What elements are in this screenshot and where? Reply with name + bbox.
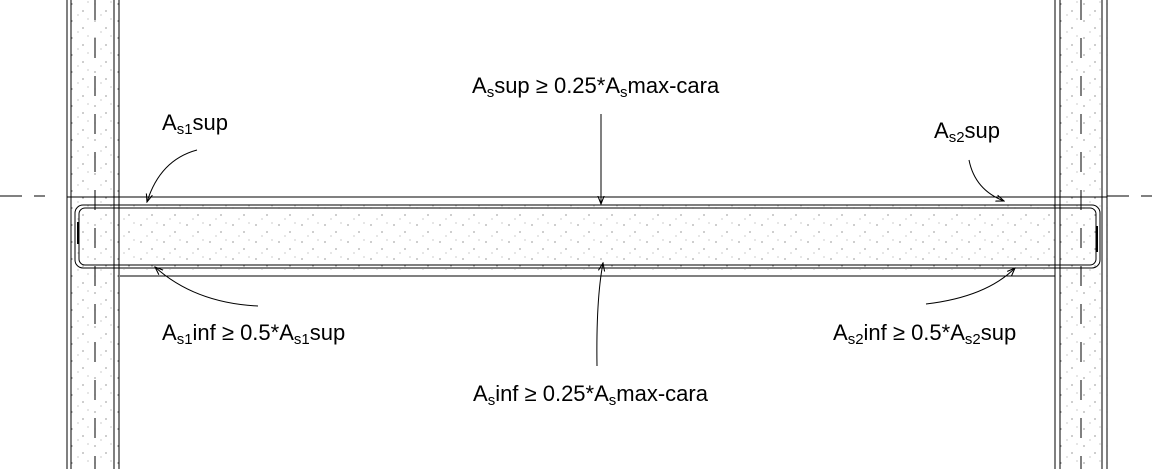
arrow-bottom-center (596, 263, 603, 367)
beam-fill (120, 204, 1055, 270)
beam (0, 195, 1152, 277)
label-bottom-left: As1inf ≥ 0.5*As1sup (162, 320, 345, 348)
arrow-top-left (147, 149, 198, 202)
label-bottom-center: Asinf ≥ 0.25*Asmax-cara (473, 381, 709, 409)
label-bottom-right: As2inf ≥ 0.5*As2sup (833, 320, 1016, 348)
arrow-bottom-right (925, 268, 1015, 305)
leader-arrows (147, 114, 1015, 367)
arrow-bottom-left (155, 267, 259, 307)
right-column (1054, 0, 1108, 469)
arrow-top-right (968, 159, 1004, 201)
label-top-right: As2sup (934, 118, 1000, 146)
rebar-loop-outer (74, 204, 1101, 269)
label-top-left: As1sup (162, 110, 228, 138)
label-top-center: Assup ≥ 0.25*Asmax-cara (472, 73, 720, 101)
